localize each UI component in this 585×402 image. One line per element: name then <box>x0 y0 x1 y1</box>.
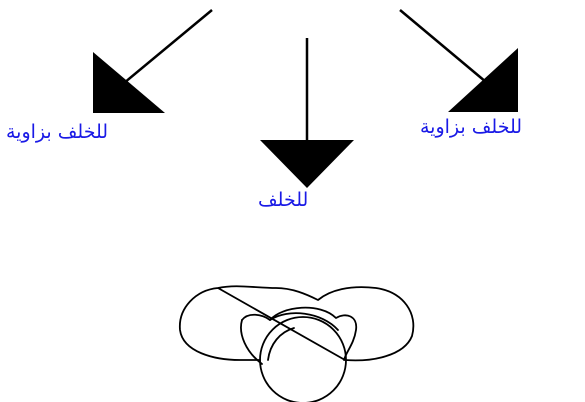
label-back: للخلف <box>258 191 308 210</box>
hair-inner-outline <box>268 328 294 360</box>
arrow-down-icon <box>260 38 354 188</box>
hair-left-outline <box>241 320 262 364</box>
label-back-diagonal-left: للخلف بزاوية <box>6 123 108 142</box>
label-back-diagonal-right: للخلف بزاوية <box>420 118 522 137</box>
arrow-down-right-icon <box>400 10 518 112</box>
arrow-down-left-icon <box>93 10 212 113</box>
hair-crown-outline <box>270 313 338 330</box>
shoulders-outline <box>180 286 414 360</box>
head-outline <box>260 317 346 402</box>
person-figure-icon <box>180 286 414 402</box>
